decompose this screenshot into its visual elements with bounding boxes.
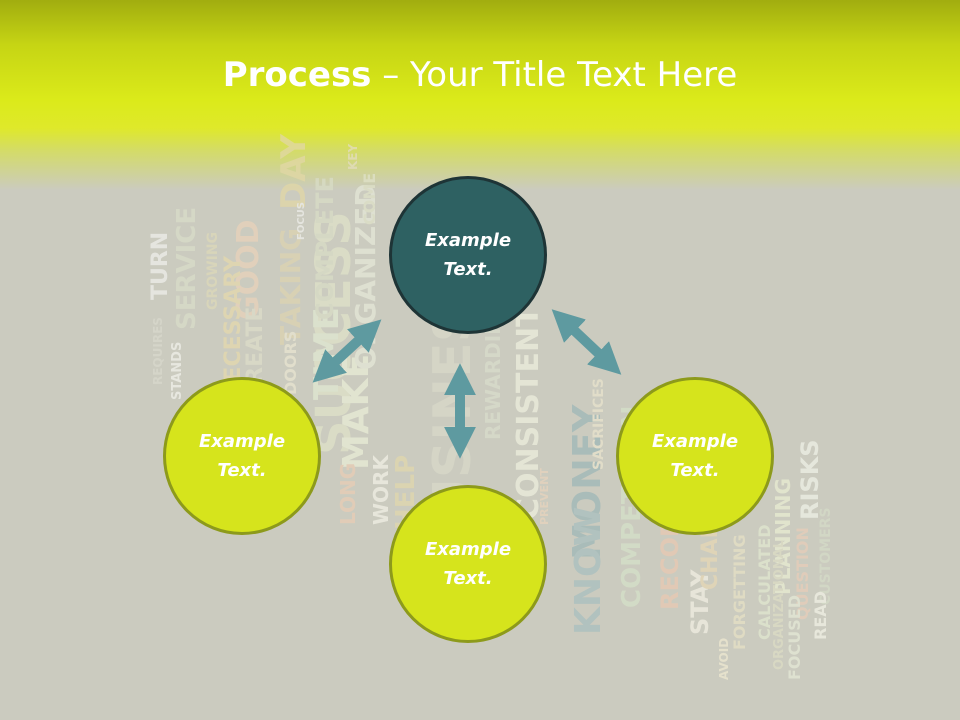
title-rest: – Your Title Text Here (371, 55, 738, 95)
node-top[interactable]: Example Text. (389, 176, 547, 334)
node-top-text: Example Text. (424, 230, 512, 280)
double-arrow-top-left (312, 319, 382, 383)
node-right[interactable]: Example Text. (616, 377, 774, 535)
node-left[interactable]: Example Text. (163, 377, 321, 535)
node-bottom-text: Example Text. (424, 539, 512, 589)
node-bottom[interactable]: Example Text. (389, 485, 547, 643)
double-arrow-top-right (551, 309, 622, 375)
slide-title: Process – Your Title Text Here (0, 52, 960, 98)
node-right-text: Example Text. (651, 431, 739, 481)
title-banner (0, 0, 960, 190)
node-left-text: Example Text. (198, 431, 286, 481)
title-bold: Process (222, 55, 372, 95)
